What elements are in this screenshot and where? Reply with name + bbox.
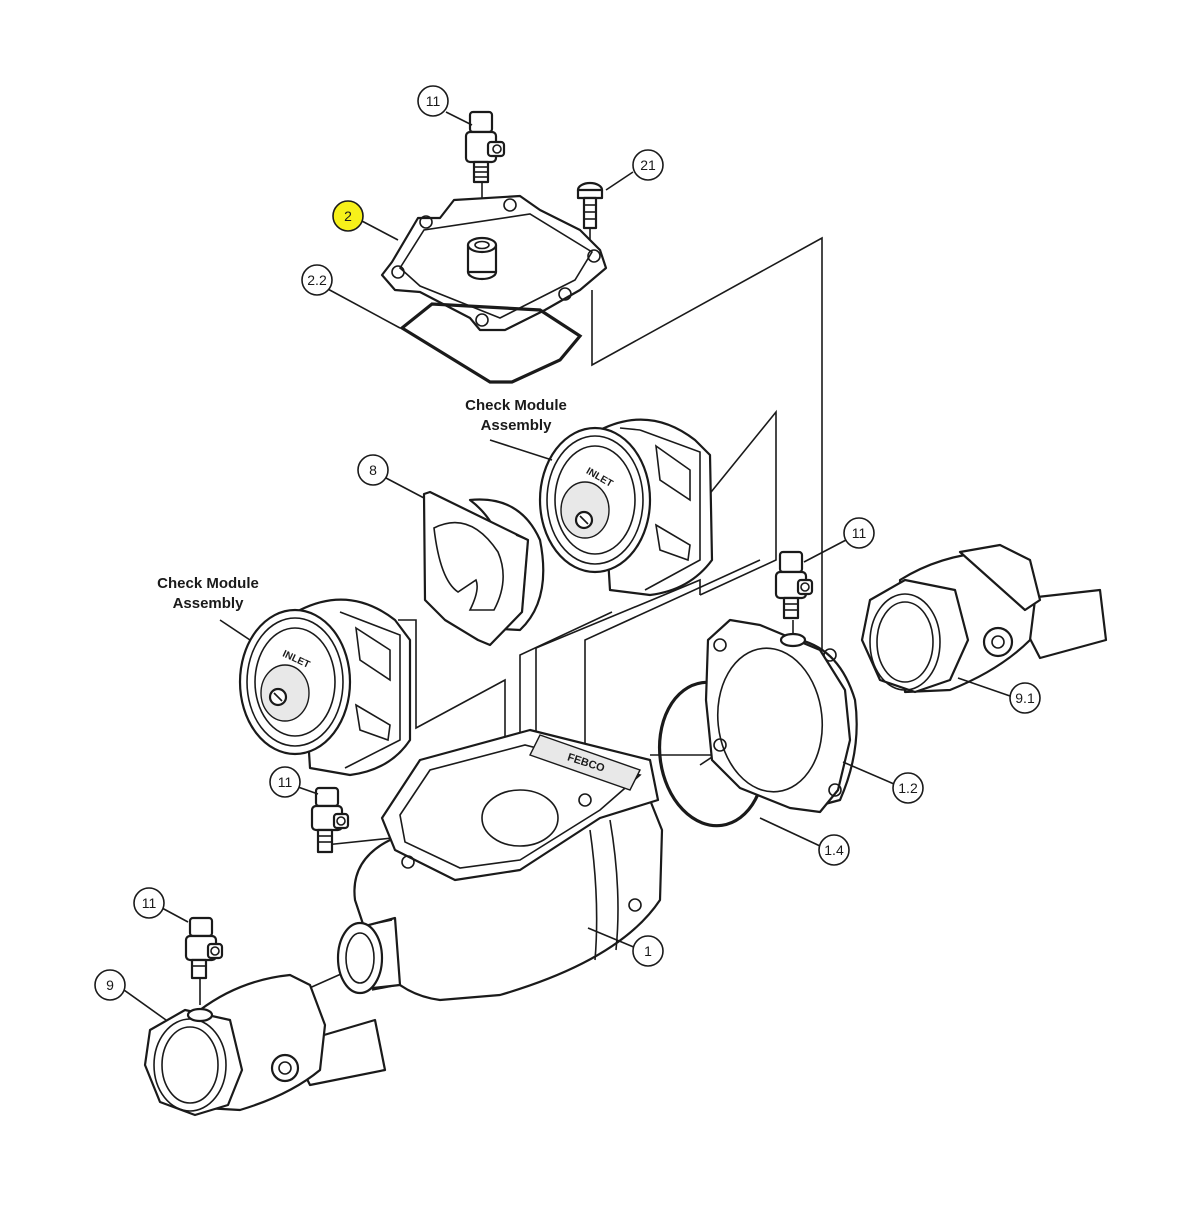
outlet-ball-valve xyxy=(860,543,1108,694)
balloon-label: 2 xyxy=(344,208,352,224)
balloon-label: 11 xyxy=(278,774,293,790)
balloon-label: 8 xyxy=(369,462,377,478)
balloon-label: 11 xyxy=(142,895,157,911)
relief-retainer xyxy=(422,490,545,647)
leader-lines xyxy=(123,111,1011,1021)
balloon-label: 1.2 xyxy=(898,780,918,796)
bolt xyxy=(576,181,604,230)
balloon-label: 1.4 xyxy=(824,842,844,858)
balloon-1-4: 1.4 xyxy=(818,834,850,866)
balloon-2-2: 2.2 xyxy=(301,264,333,296)
balloon-11-bottom: 11 xyxy=(133,887,165,919)
balloon-label: 11 xyxy=(426,93,441,109)
balloon-11-right: 11 xyxy=(843,517,875,549)
balloon-1-2: 1.2 xyxy=(892,772,924,804)
balloon-label: 1 xyxy=(644,943,652,959)
inlet-ball-valve xyxy=(143,973,387,1117)
cover-plate xyxy=(380,194,608,332)
balloon-21: 21 xyxy=(632,149,664,181)
outlet-adapter xyxy=(704,618,858,814)
balloon-label: 21 xyxy=(640,157,656,173)
balloon-label: 11 xyxy=(852,525,867,541)
check-module-lower: INLET xyxy=(238,598,412,777)
balloon-11-middle: 11 xyxy=(269,766,301,798)
balloon-1: 1 xyxy=(632,935,664,967)
test-cock-middle xyxy=(310,786,350,854)
balloon-11-top: 11 xyxy=(417,85,449,117)
cover-gasket xyxy=(399,302,583,384)
balloon-label: 9 xyxy=(106,977,114,993)
balloon-2-highlighted: 2 xyxy=(332,200,364,232)
balloon-label: 9.1 xyxy=(1015,690,1035,706)
valve-body: FEBCO xyxy=(336,728,664,1002)
assembly-label-upper-line1: Check Module xyxy=(465,397,567,414)
test-cock-top xyxy=(464,110,506,184)
balloon-8: 8 xyxy=(357,454,389,486)
balloon-9: 9 xyxy=(94,969,126,1001)
test-cock-right xyxy=(774,550,814,620)
assembly-label-lower-line1: Check Module xyxy=(157,575,259,592)
assembly-label-lower-line2: Assembly xyxy=(173,595,245,612)
check-module-upper: INLET xyxy=(538,418,714,597)
balloon-label: 2.2 xyxy=(307,272,327,288)
balloon-9-1: 9.1 xyxy=(1009,682,1041,714)
assembly-label-upper-line2: Assembly xyxy=(481,417,553,434)
test-cock-bottom xyxy=(184,916,224,980)
